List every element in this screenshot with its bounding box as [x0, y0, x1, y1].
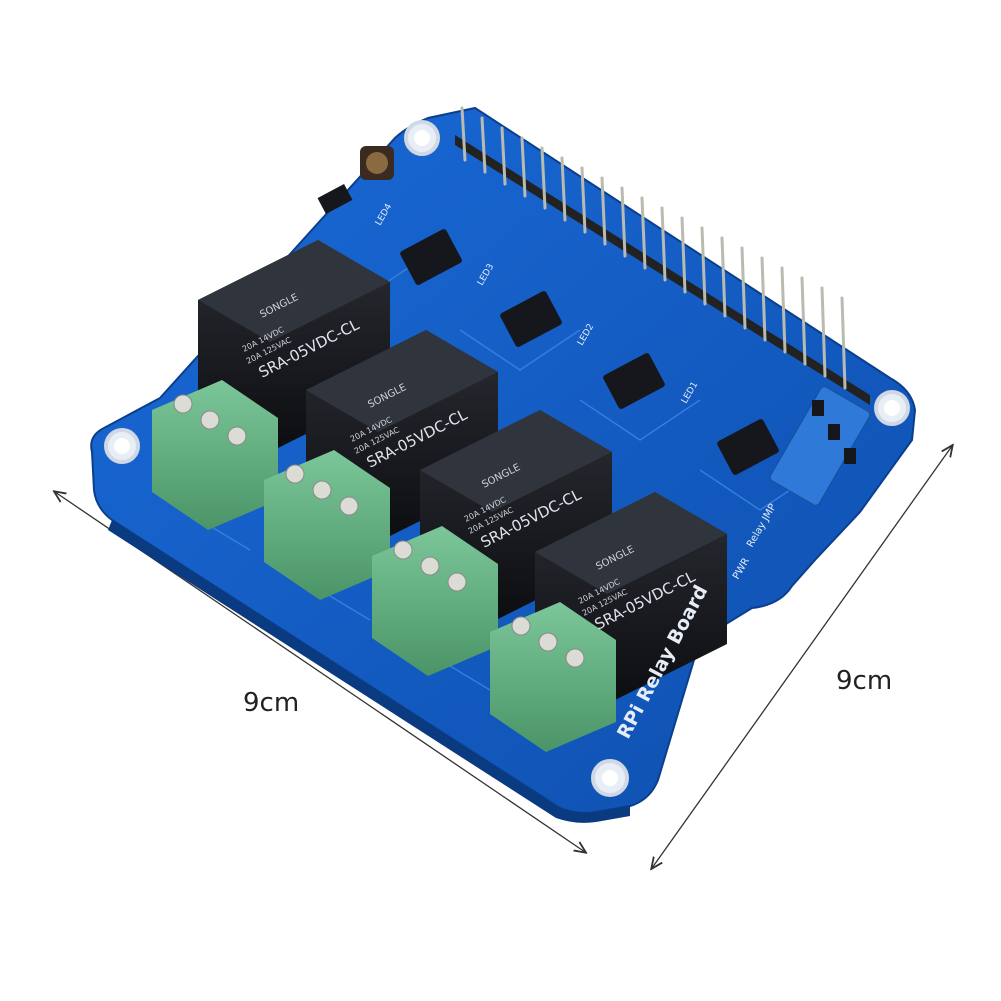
small-components: [317, 146, 871, 506]
terminal-2: [264, 450, 390, 600]
terminal-3: [372, 526, 498, 676]
gpio-header: [455, 106, 870, 405]
height-dimension-label: 9cm: [836, 666, 893, 696]
terminal-4: [490, 602, 616, 752]
terminal-1: [152, 380, 278, 530]
height-dimension-arrow: [652, 446, 952, 868]
width-dimension-label: 9cm: [243, 688, 300, 718]
mounting-holes: [104, 120, 910, 797]
screw-terminals: [152, 380, 616, 752]
